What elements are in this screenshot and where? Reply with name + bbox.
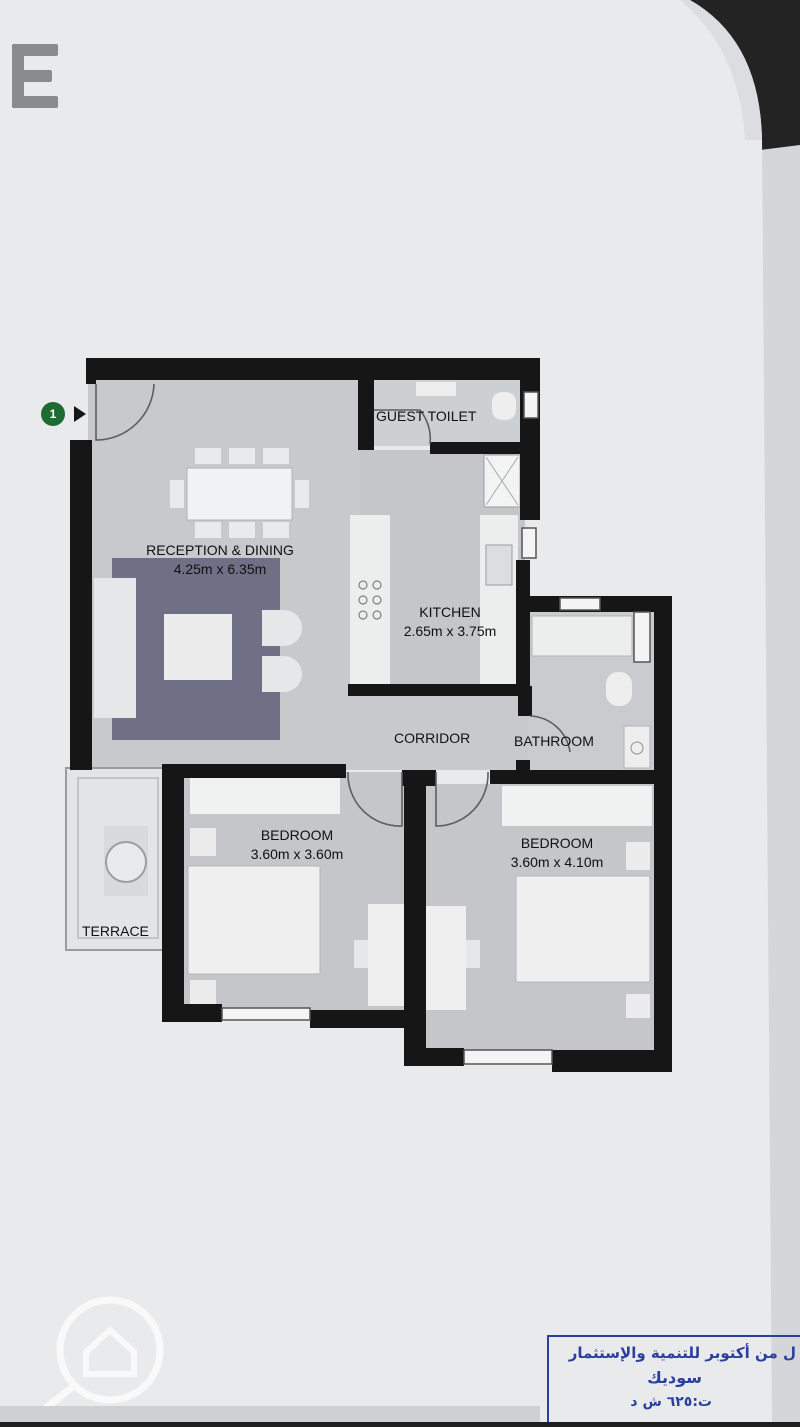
kitchen-size: 2.65m x 3.75m (403, 623, 497, 639)
room-label-kitchen: KITCHEN 2.65m x 3.75m (388, 603, 512, 641)
stamp-line-2: سوديك (647, 1368, 702, 1387)
windows (221, 391, 651, 1065)
armchair (262, 656, 302, 692)
room-label-guest-toilet: GUEST TOILET (376, 408, 477, 424)
washbasin (623, 725, 651, 769)
room-label-reception: RECEPTION & DINING 4.25m x 6.35m (140, 541, 300, 579)
armchair (262, 610, 302, 646)
coffee-table (164, 614, 232, 680)
stamp-frame (547, 1335, 800, 1427)
furniture (94, 382, 652, 1018)
cooktop (358, 580, 382, 620)
room-label-bedroom-1: BEDROOM 3.60m x 3.60m (232, 826, 362, 864)
wardrobe (502, 786, 652, 826)
kitchen-name: KITCHEN (419, 604, 481, 620)
sofa (94, 578, 136, 718)
stamp-line-1: ل من أكتوبر للتنمية والإستثمار (568, 1344, 796, 1362)
bedroom2-name: BEDROOM (520, 835, 594, 851)
entry-arrow-icon (74, 406, 86, 422)
bed (187, 865, 321, 975)
entry-marker-number: 1 (49, 407, 57, 421)
bedroom1-size: 3.60m x 3.60m (250, 846, 344, 862)
desk (368, 904, 404, 1006)
bathtub (531, 615, 633, 657)
bed (515, 875, 651, 983)
kitchen-counter-right (480, 515, 518, 687)
room-label-bedroom-2: BEDROOM 3.60m x 4.10m (492, 834, 622, 872)
walls (70, 358, 672, 1072)
bedroom2-size: 3.60m x 4.10m (510, 854, 604, 870)
entry-marker-circle (41, 402, 65, 426)
reception-size: 4.25m x 6.35m (173, 561, 267, 577)
stamp-line-3: ت:٦٢٥ ش د (630, 1394, 712, 1410)
room-label-corridor: CORRIDOR (394, 730, 471, 746)
dining-table (186, 467, 293, 521)
room-label-bathroom: BATHROOM (514, 733, 594, 749)
kitchen-counter (350, 515, 390, 685)
toilet (606, 672, 632, 706)
wardrobe (190, 776, 340, 814)
desk (426, 906, 466, 1010)
doors (95, 383, 571, 827)
room-label-terrace: TERRACE (82, 923, 149, 939)
bedroom1-name: BEDROOM (260, 827, 334, 843)
reception-name: RECEPTION & DINING (146, 542, 294, 558)
brand-logo-icon (12, 44, 58, 108)
